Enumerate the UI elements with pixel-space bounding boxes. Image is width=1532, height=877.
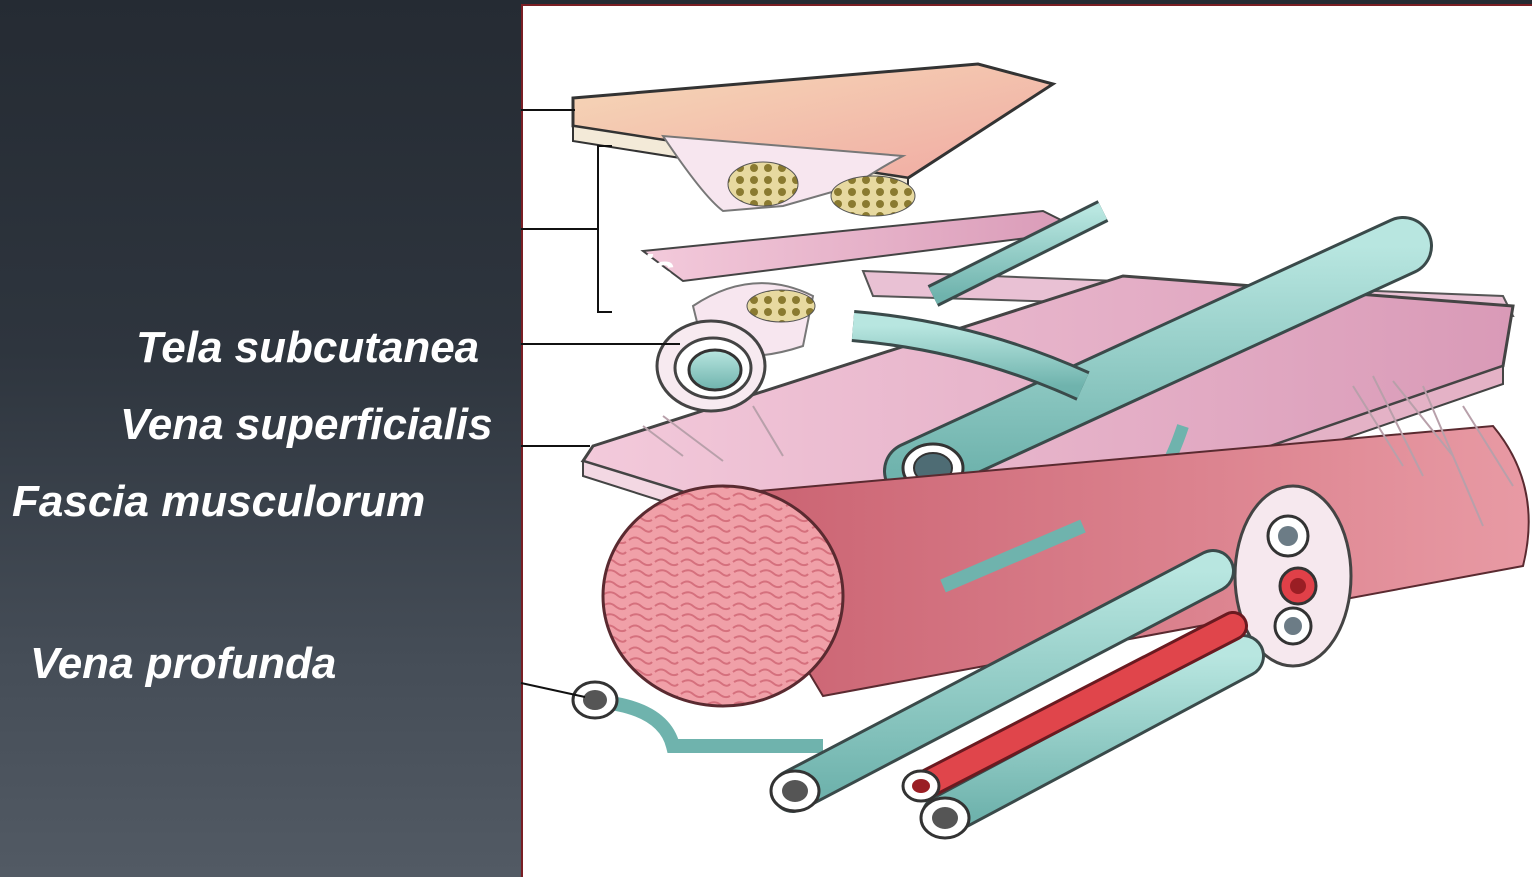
label-vena-profunda: Vena profunda: [30, 642, 336, 686]
label-tela-subcutanea: Tela subcutanea: [136, 326, 479, 370]
superficial-vein-cross-section: [657, 321, 765, 411]
anatomy-illustration: [521, 4, 1532, 877]
label-fascia-musculorum: Fascia musculorum: [12, 480, 425, 524]
label-vena-superficialis: Vena superficialis: [120, 403, 493, 447]
label-cutis-fragment: tis: [628, 250, 675, 290]
anatomy-drawing: [523, 6, 1532, 877]
